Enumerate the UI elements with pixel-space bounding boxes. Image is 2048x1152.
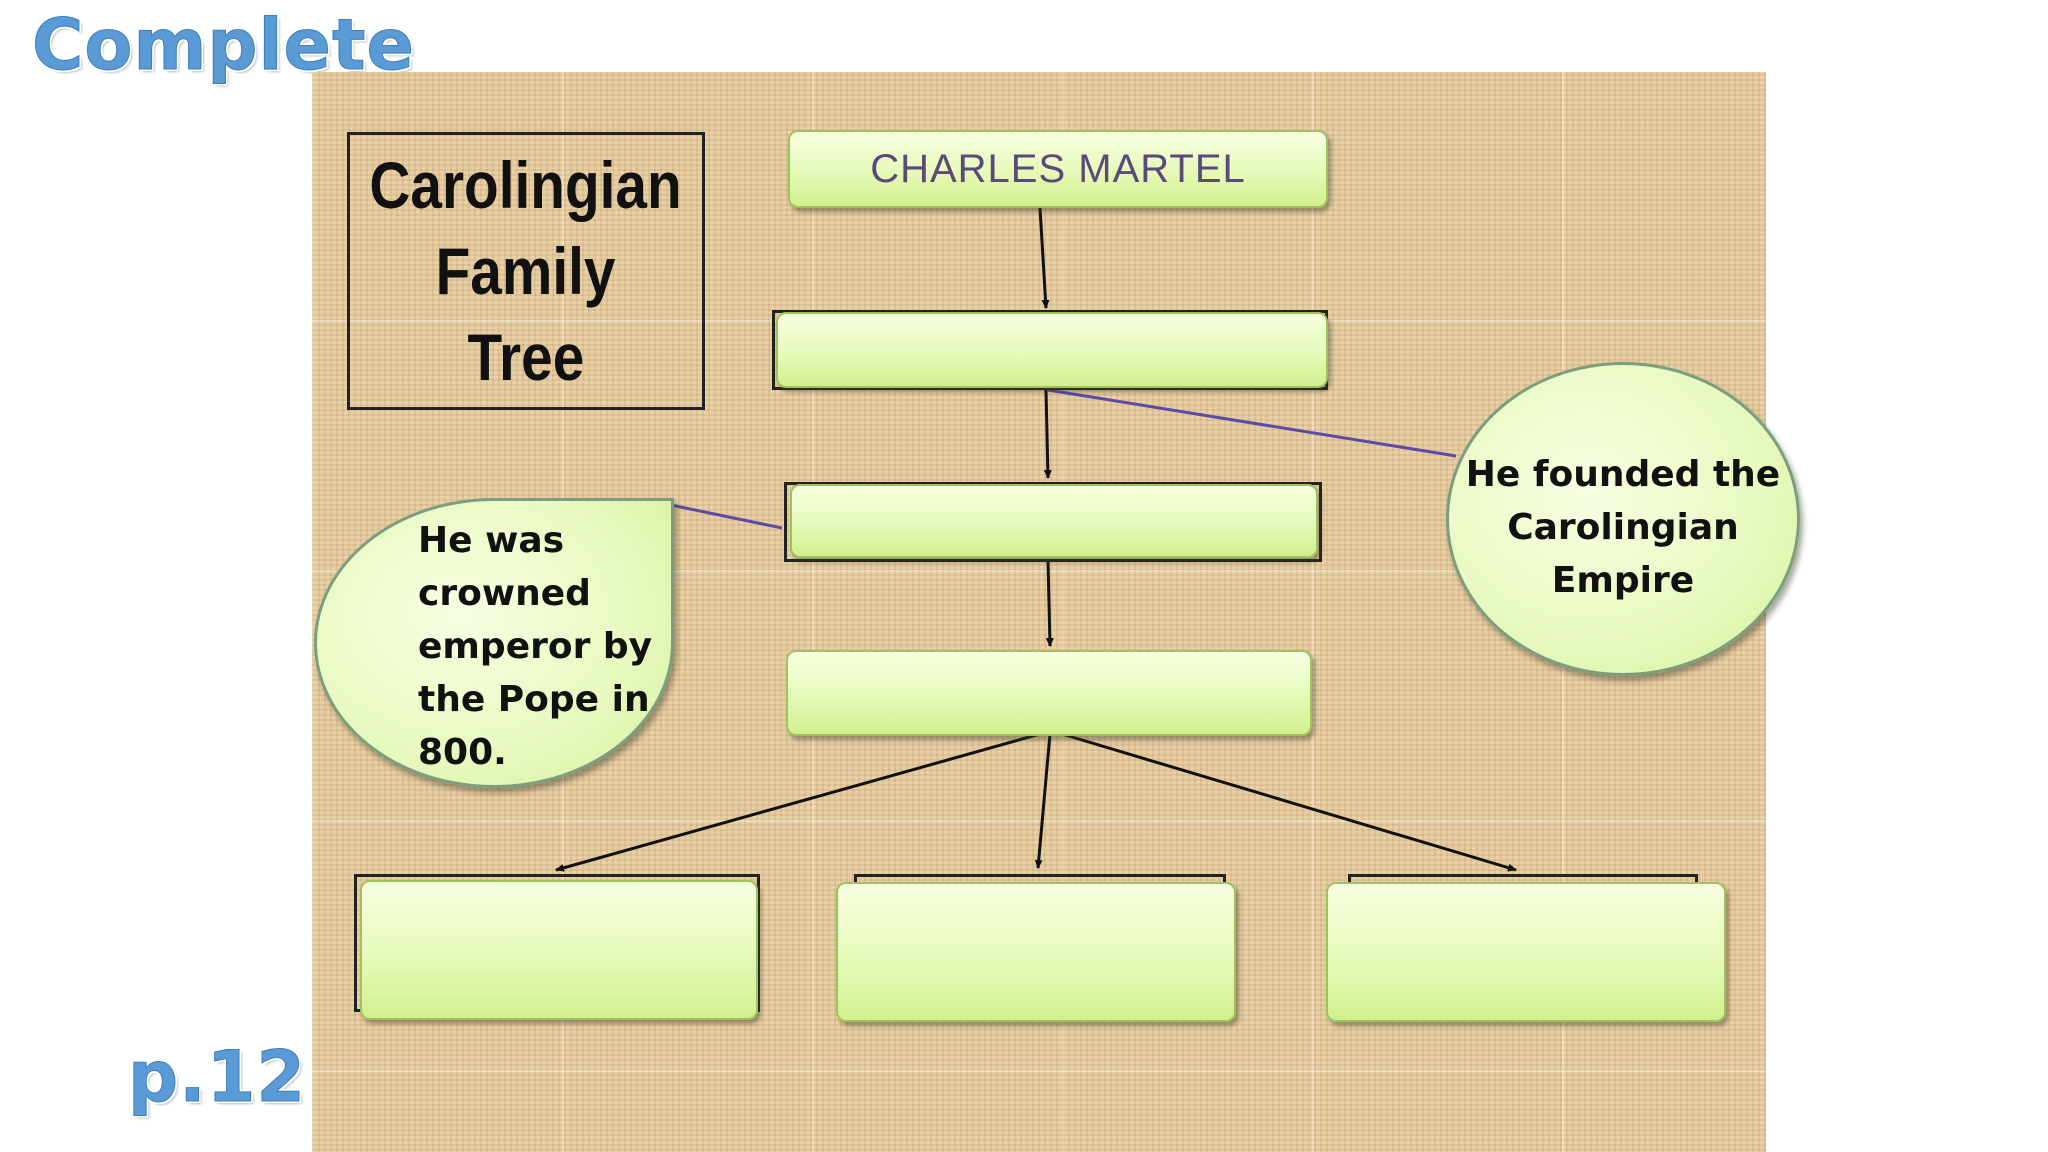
callout-bubble-right-text: He founded the Carolingian Empire <box>1446 448 1800 607</box>
callout-left-line-2: crowned <box>418 573 591 614</box>
callout-right-line-2: Carolingian <box>1507 507 1739 548</box>
node-charles-martel: CHARLES MARTEL <box>788 130 1328 208</box>
callout-line-left <box>665 502 783 530</box>
diagram-title-line-3: Tree <box>467 320 585 394</box>
node-child-left <box>360 880 758 1020</box>
node-child-right <box>1326 882 1726 1022</box>
arrow-gen4-to-child-middle <box>1034 733 1052 869</box>
page-reference: p.12 <box>127 1036 307 1119</box>
diagram-title-box: Carolingian Family Tree <box>347 132 705 410</box>
callout-line-right <box>1047 388 1457 458</box>
callout-left-line-3: emperor by <box>418 626 653 667</box>
arrow-root-to-gen2 <box>1038 207 1050 309</box>
callout-bubble-left-text: He was crowned emperor by the Pope in 80… <box>418 514 652 779</box>
node-child-middle <box>836 882 1236 1022</box>
callout-right-line-1: He founded the <box>1465 454 1781 495</box>
node-gen3-frame <box>784 482 1322 562</box>
callout-left-line-5: 800. <box>418 732 507 773</box>
node-charles-martel-label: CHARLES MARTEL <box>870 146 1246 191</box>
diagram-title-line-1: Carolingian <box>369 148 683 222</box>
callout-left-line-1: He was <box>418 520 565 561</box>
node-gen2 <box>776 312 1328 388</box>
node-child-right-frame <box>1348 874 1698 886</box>
diagram-title-line-2: Family <box>436 234 616 308</box>
arrow-gen2-to-gen3 <box>1043 389 1052 479</box>
node-gen3 <box>790 484 1318 558</box>
arrow-gen4-to-child-left <box>555 732 1041 872</box>
arrow-gen3-to-gen4 <box>1045 559 1054 647</box>
callout-right-line-3: Empire <box>1551 560 1695 601</box>
arrow-gen4-to-child-right <box>1061 732 1517 872</box>
callout-bubble-right <box>1446 362 1800 676</box>
callout-bubble-left <box>314 498 674 788</box>
node-gen4 <box>786 650 1312 736</box>
callout-left-line-4: the Pope in <box>418 679 650 720</box>
node-child-middle-frame <box>854 874 1226 886</box>
